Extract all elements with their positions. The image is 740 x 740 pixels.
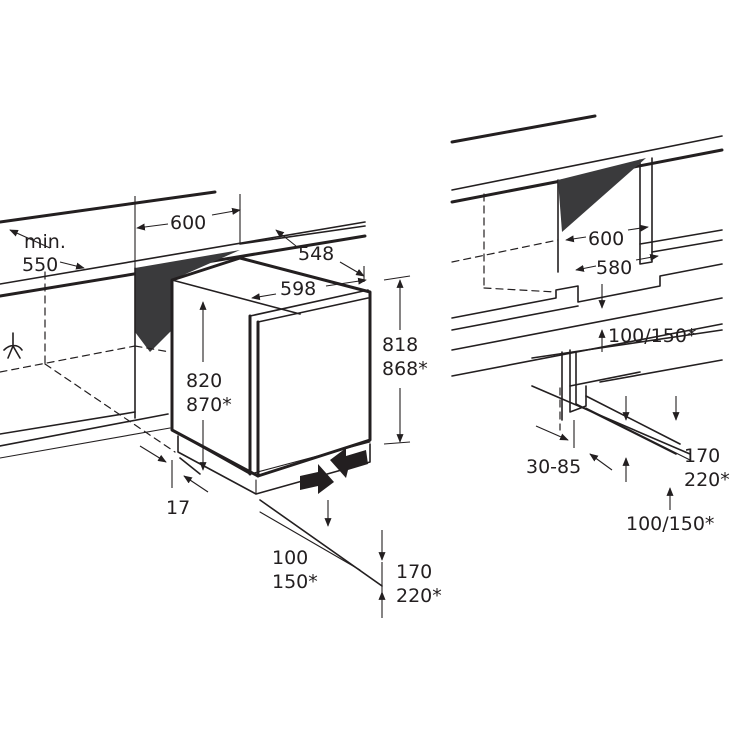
right-niche-shadow — [558, 158, 646, 232]
label-height-right-2: 868* — [382, 358, 428, 380]
left-view: min. 550 600 548 598 820 870* — [0, 190, 442, 618]
dim-right-plinth — [622, 396, 680, 482]
label-right-gap-bottom: 100/150* — [626, 513, 714, 535]
label-right-niche-width: 600 — [588, 228, 624, 250]
label-right-inner-width: 580 — [596, 257, 632, 279]
dim-right-niche-width — [565, 224, 649, 243]
appliance-box — [170, 256, 372, 495]
label-niche-width: 600 — [170, 212, 206, 234]
label-right-gap-top: 100/150* — [608, 325, 696, 347]
label-plinth-b-1: 170 — [396, 561, 432, 583]
dim-min-550 — [9, 229, 85, 270]
label-right-plinth-1: 170 — [684, 445, 720, 467]
water-tap-icon — [3, 332, 23, 359]
dim-right-inner-width — [575, 253, 659, 272]
label-height-left-2: 870* — [186, 394, 232, 416]
dim-height-right — [383, 275, 411, 445]
dim-right-depth-range — [535, 420, 613, 471]
label-min-value: 550 — [22, 254, 58, 276]
label-right-depth-range: 30-85 — [526, 456, 581, 478]
dim-plinth — [324, 500, 386, 618]
dim-side-gap — [139, 445, 209, 493]
right-niche-walls — [451, 193, 723, 377]
dim-appliance-width — [251, 277, 367, 301]
label-plinth-a-1: 100 — [272, 547, 308, 569]
right-detail — [531, 329, 723, 461]
right-view: 600 580 100/150* — [450, 114, 730, 535]
label-plinth-b-2: 220* — [396, 585, 442, 607]
dim-niche-width — [134, 194, 241, 268]
label-appliance-width: 598 — [280, 278, 316, 300]
left-niche-walls — [0, 267, 176, 459]
label-height-left-1: 820 — [186, 370, 222, 392]
label-plinth-a-2: 150* — [272, 571, 318, 593]
label-height-right-1: 818 — [382, 334, 418, 356]
left-floor-lines — [179, 457, 383, 587]
label-side-gap: 17 — [166, 497, 190, 519]
label-niche-depth: 548 — [298, 243, 334, 265]
left-niche-shadow — [135, 250, 240, 352]
label-right-plinth-2: 220* — [684, 469, 730, 491]
airflow-arrows — [300, 448, 368, 494]
label-min: min. — [24, 231, 66, 253]
